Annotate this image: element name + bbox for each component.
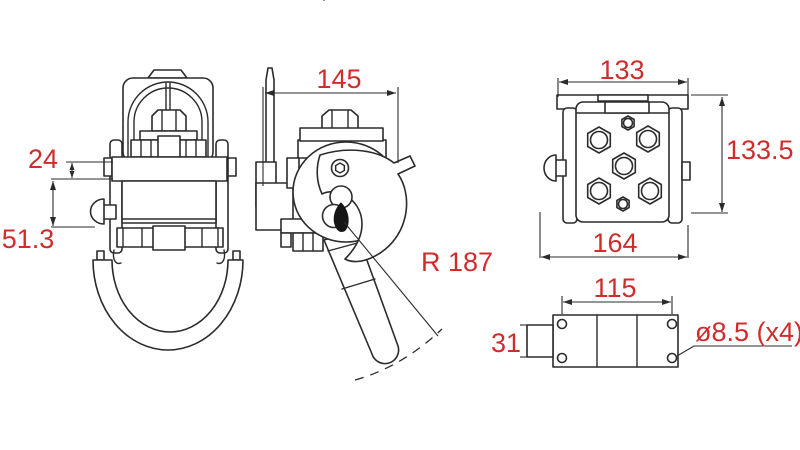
side-dimensions: 145 R 187 [262,64,493,381]
back-view-geometry [543,94,691,224]
dim-label-holes: ø8.5 (x4) [695,317,800,347]
back-side-plate-right [667,107,683,224]
base-dimensions: 115 31 ø8.5 (x4) [491,273,800,358]
side-knob [89,198,105,225]
mounting-holes [556,318,678,364]
dim-label-133-5: 133.5 [726,135,794,165]
dim-label-164: 164 [592,228,637,258]
bail-arch-icon [127,81,209,161]
body-band-lower [121,180,217,224]
lever-handle [323,229,400,365]
back-dimensions: 133 133.5 164 [539,55,794,260]
body-band-upper [111,156,228,182]
front-view-geometry [89,0,325,351]
hex-nut [151,0,325,132]
dim-label-51-3: 51.3 [2,224,55,254]
front-view: 24 51.3 [2,0,325,351]
back-knob [543,154,557,182]
cam-hook [316,149,416,263]
dim-label-115: 115 [593,273,636,303]
dim-label-31: 31 [491,328,521,358]
dim-label-133: 133 [599,55,644,85]
side-view: 145 R 187 [255,64,493,381]
hex-nuts [586,115,663,212]
front-dimensions: 24 51.3 [2,144,113,254]
side-view-geometry [255,67,416,365]
base-tab [526,324,554,358]
top-cap [147,69,188,79]
back-view: 133 133.5 164 [539,55,794,260]
bail-arch-inner [133,87,203,161]
swing-arc [354,328,443,381]
shackle [92,259,244,351]
base-view: 115 31 ø8.5 (x4) [491,273,800,368]
dim-label-r187: R 187 [421,247,493,277]
base-view-geometry [526,314,679,368]
dim-label-24: 24 [28,144,58,174]
base-plate [552,314,679,368]
dim-label-145: 145 [316,64,361,94]
pivot-bolt [333,202,349,232]
